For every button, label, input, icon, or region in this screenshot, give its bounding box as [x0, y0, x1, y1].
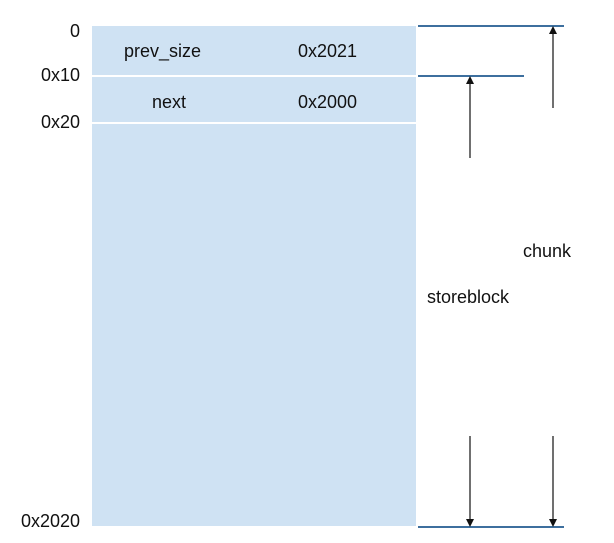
divider-0x20: [92, 122, 416, 124]
memory-block: [92, 26, 416, 526]
divider-0x10: [92, 75, 416, 77]
field-prev-size-name: prev_size: [124, 41, 202, 61]
storeblock-label: storeblock: [427, 287, 510, 307]
offset-label-0x20: 0x20: [40, 112, 80, 132]
field-prev-size-value: 0x2021: [298, 41, 358, 61]
field-next-value: 0x2000: [298, 92, 358, 112]
offset-label-0x10: 0x10: [40, 65, 80, 85]
field-next-name: next: [152, 92, 187, 112]
chunk-label: chunk: [523, 241, 572, 261]
offset-label-0: 0: [69, 21, 80, 41]
offset-label-0x2020: 0x2020: [20, 511, 80, 531]
